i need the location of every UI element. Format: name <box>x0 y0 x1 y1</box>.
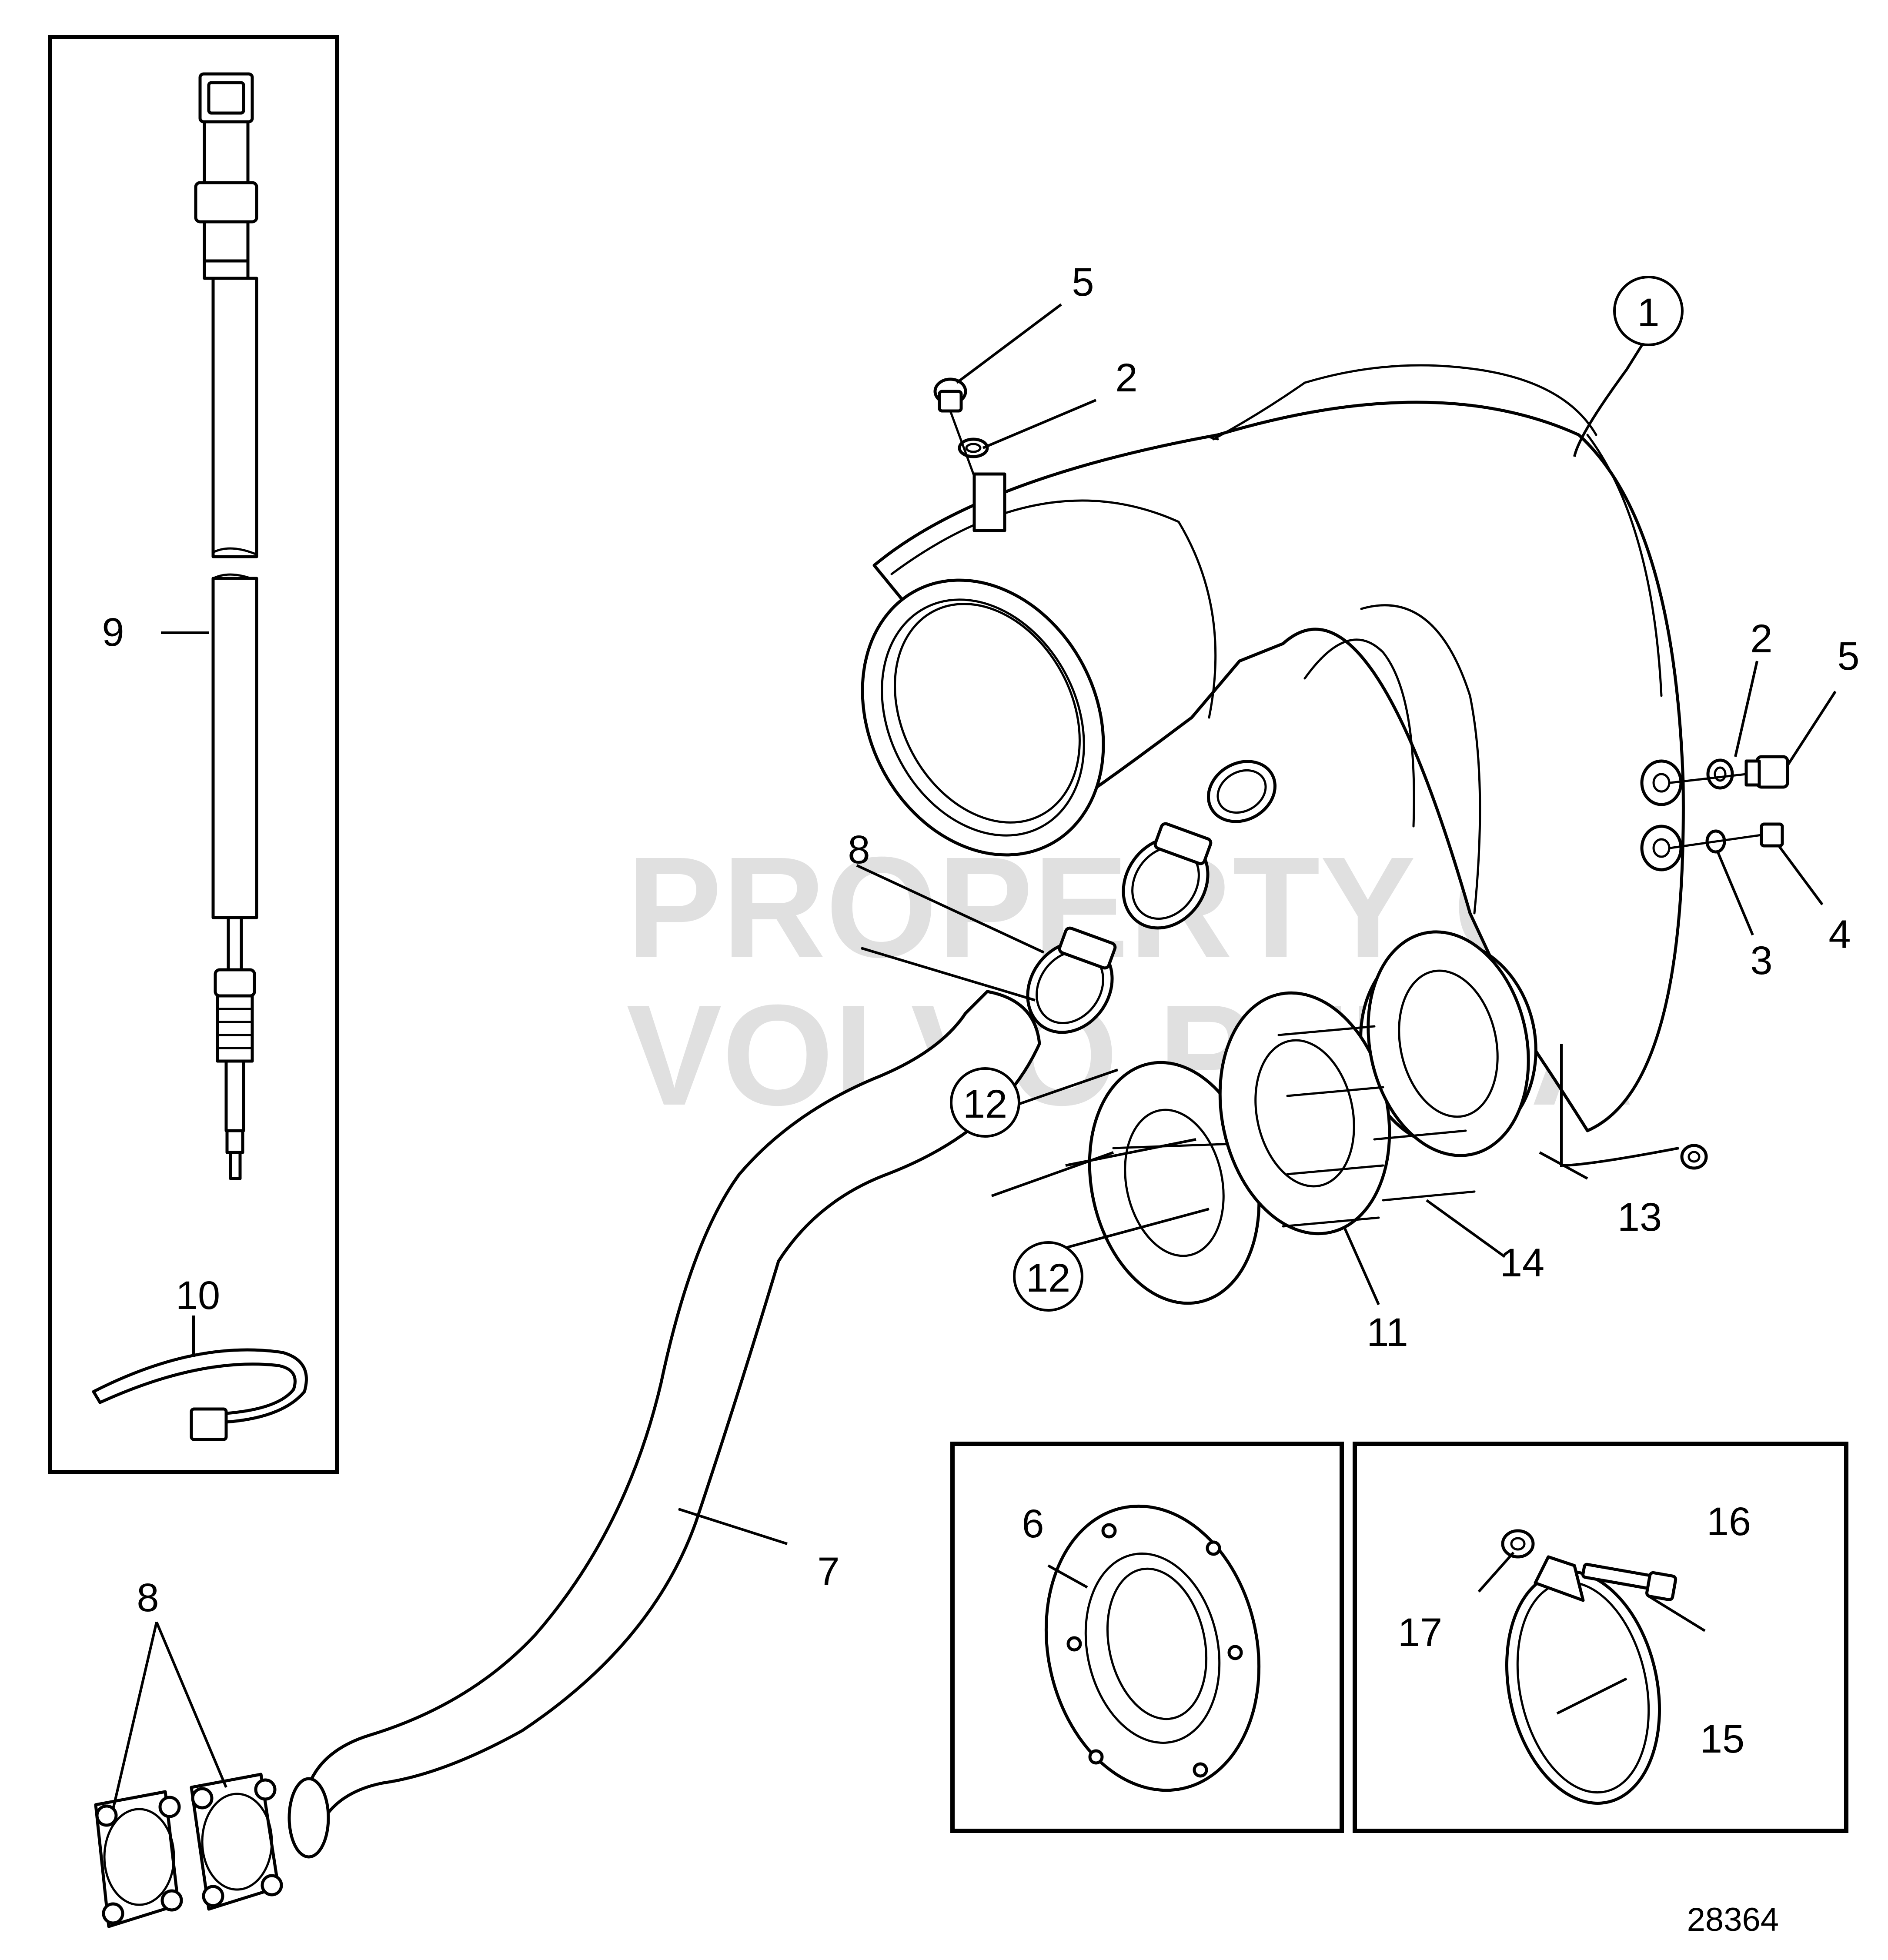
callout-5-top: 5 <box>1072 260 1094 304</box>
callout-6: 6 <box>1022 1502 1044 1546</box>
exhaust-hose-part <box>287 990 1041 1859</box>
callout-circle-12-lower <box>1013 1241 1083 1312</box>
callout-9: 9 <box>102 610 124 654</box>
inset-frame-flange <box>950 1442 1344 1833</box>
callout-8-upper: 8 <box>848 828 870 872</box>
callout-2-right: 2 <box>1750 617 1772 661</box>
lower-gaskets <box>94 1773 283 1928</box>
leader-lines <box>112 303 1837 1810</box>
v-band-clamp-assembly <box>1501 1529 1677 1805</box>
callout-1: 1 <box>1637 290 1659 335</box>
outlet-flange-assembly <box>1088 930 1530 1305</box>
callout-circle-1 <box>1613 276 1684 346</box>
callout-12-upper: 12 <box>963 1082 1007 1126</box>
callouts: 1 5 2 2 5 3 4 8 9 10 12 12 11 14 13 7 8 … <box>102 260 1859 1761</box>
callout-12-lower: 12 <box>1026 1256 1070 1300</box>
flange-part <box>1044 1504 1261 1792</box>
callout-14: 14 <box>1500 1241 1544 1285</box>
cable-tie-part <box>92 1348 308 1441</box>
callout-2-top: 2 <box>1115 356 1137 400</box>
callout-10: 10 <box>176 1273 220 1318</box>
nut-part <box>1680 1144 1708 1170</box>
callout-3: 3 <box>1750 938 1772 983</box>
upper-hose-clamps <box>1026 822 1213 1034</box>
inset-frame-clamp <box>1353 1442 1848 1833</box>
callout-11: 11 <box>1367 1310 1408 1355</box>
callout-circle-12-upper <box>950 1067 1020 1138</box>
callout-15: 15 <box>1700 1717 1744 1761</box>
callout-4: 4 <box>1828 912 1851 957</box>
callout-16: 16 <box>1707 1499 1751 1544</box>
callout-13: 13 <box>1617 1195 1662 1239</box>
temperature-sensor-part <box>194 72 258 1180</box>
drawing-number: 28364 <box>1687 1901 1779 1938</box>
callout-7: 7 <box>817 1549 839 1594</box>
callout-5-right: 5 <box>1837 634 1859 678</box>
elbow-side-ports <box>1640 759 1683 871</box>
inset-frame-sensor <box>48 35 339 1474</box>
callout-17: 17 <box>1398 1610 1442 1655</box>
right-plugs-and-washers <box>1669 755 1789 854</box>
callout-8-lower: 8 <box>137 1576 159 1620</box>
top-plug-and-washer <box>933 377 989 477</box>
